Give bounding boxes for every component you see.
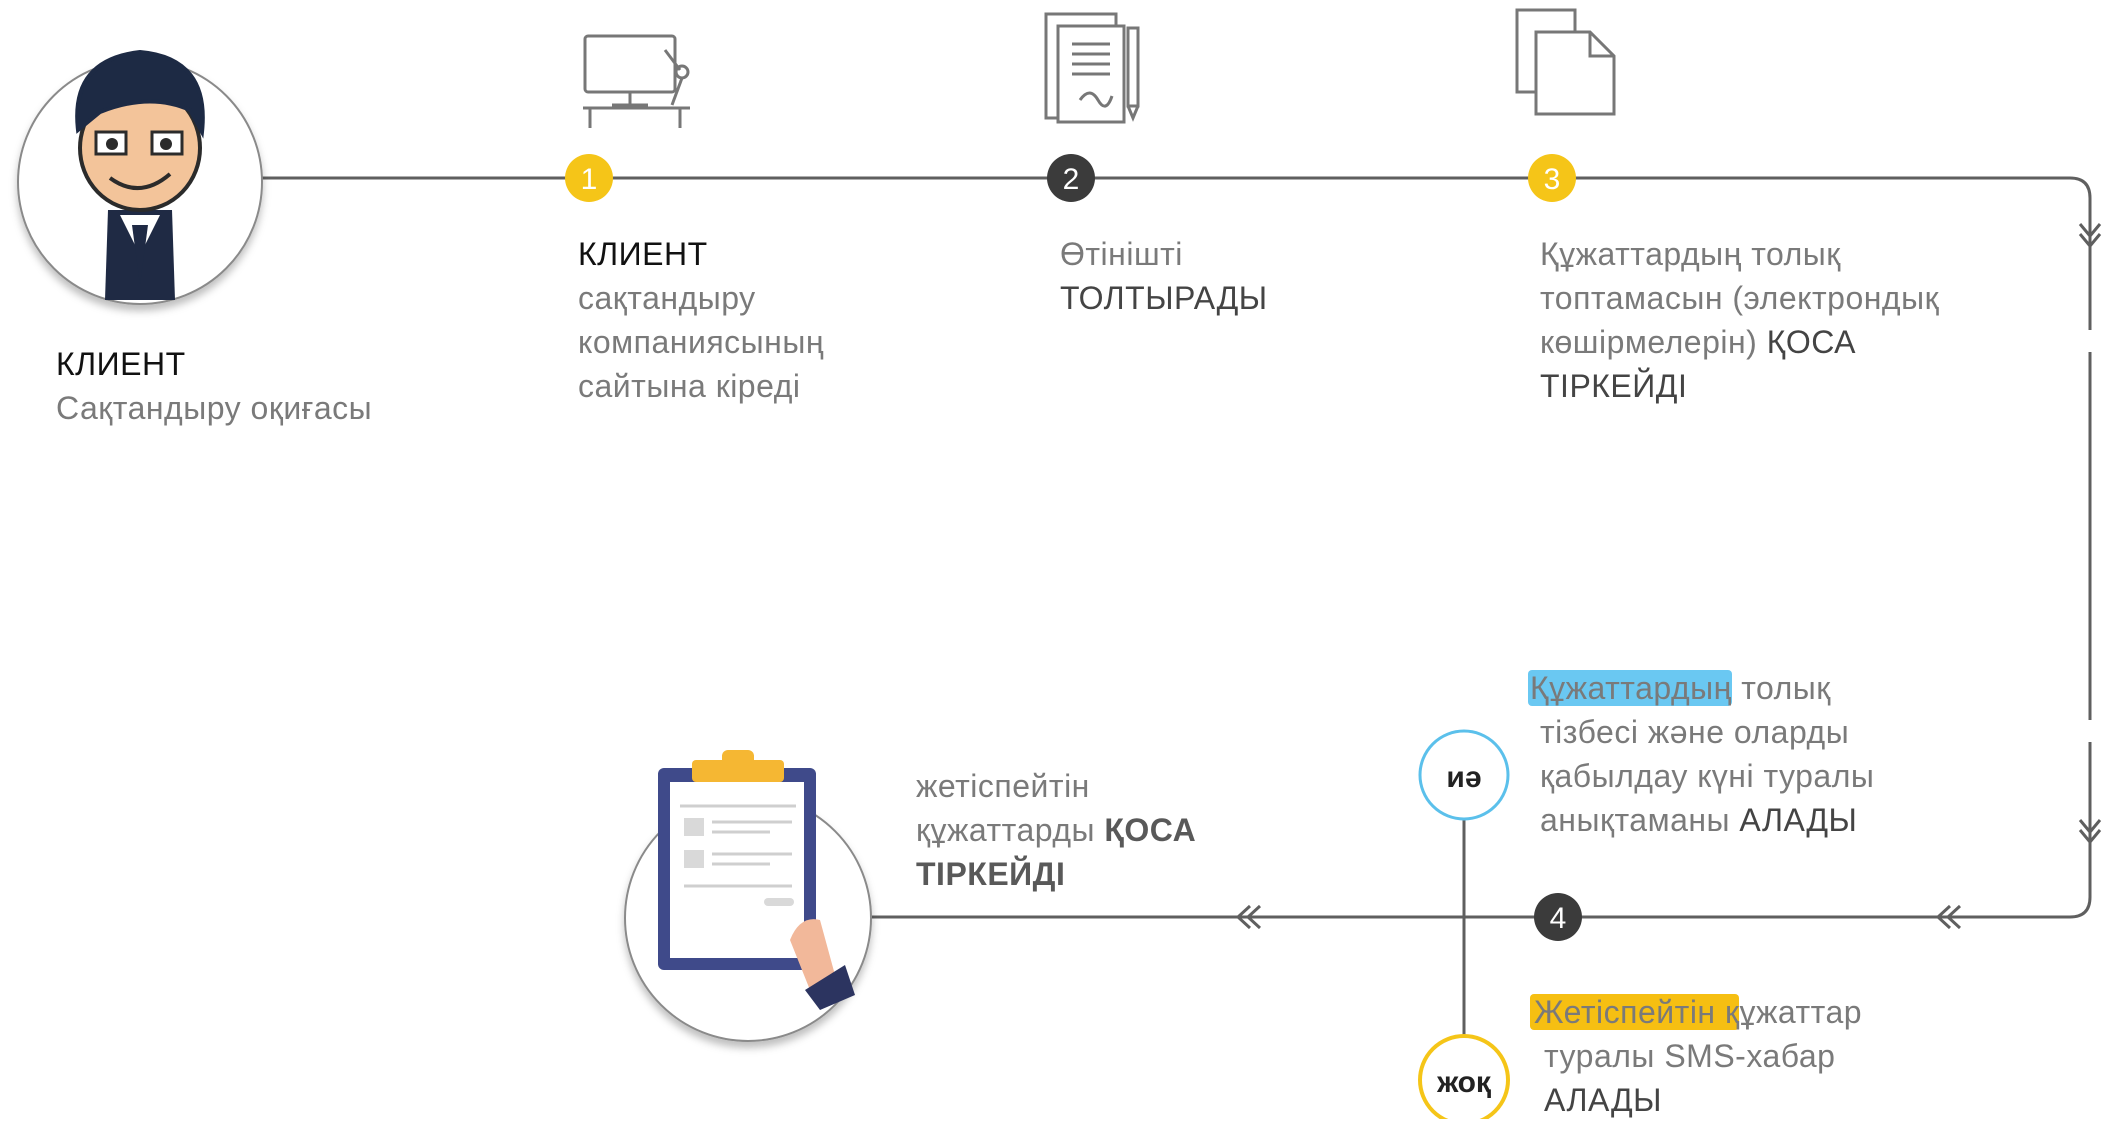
yes-line4-text: анықтаманы xyxy=(1540,802,1740,838)
yes-line3: қабылдау күні туралы xyxy=(1540,758,1875,794)
step-2-circle xyxy=(1047,154,1095,202)
yes-line4-emph: АЛАДЫ xyxy=(1739,802,1858,838)
attach-line1: жетіспейтін xyxy=(916,768,1090,804)
yes-line2: тізбесі және оларды xyxy=(1540,714,1850,750)
no-circle xyxy=(1418,1034,1510,1119)
step3-line1: Құжаттардың толық xyxy=(1540,236,1841,272)
no-line1: Жетіспейтін құжаттар xyxy=(1530,990,1862,1034)
step3-line3-text: көшірмелерін) xyxy=(1540,324,1767,360)
computer-workstation-icon xyxy=(583,34,690,128)
no-line3: АЛАДЫ xyxy=(1544,1082,1662,1118)
yes-circle xyxy=(1418,729,1510,821)
yes-line1-rest: толық xyxy=(1731,670,1831,706)
yes-line4: анықтаманы АЛАДЫ xyxy=(1540,798,1857,842)
step-2-number: 2 xyxy=(1063,163,1080,196)
copy-documents-icon xyxy=(1515,8,1616,116)
step2-line2: ТОЛТЫРАДЫ xyxy=(1060,280,1268,316)
step1-line4: сайтына кіреді xyxy=(578,368,801,404)
attach-line2: құжаттарды ҚОСА xyxy=(916,808,1196,852)
step2-line1: Өтінішті xyxy=(1060,236,1183,272)
no-line1-rest: ұжаттар xyxy=(1739,994,1863,1030)
yes-line1: Құжаттардың толық xyxy=(1528,666,1831,710)
step-1-circle xyxy=(565,154,613,202)
flow-line xyxy=(262,176,2092,919)
step3-line4: ТІРКЕЙДІ xyxy=(1540,368,1688,404)
attach-line3: ТІРКЕЙДІ xyxy=(916,856,1066,892)
client-title: КЛИЕНТ xyxy=(56,346,186,382)
attach-line2-emph: ҚОСА xyxy=(1104,812,1197,848)
step-1-number: 1 xyxy=(581,163,598,196)
step3-line3: көшірмелерін) ҚОСА xyxy=(1540,320,1856,364)
step-4-circle xyxy=(1534,893,1582,941)
step-4-number: 4 xyxy=(1550,902,1567,935)
client-subtitle: Сақтандыру оқиғасы xyxy=(56,390,373,426)
client-avatar-icon xyxy=(17,49,263,305)
document-sign-icon xyxy=(1044,12,1140,124)
double-chevron-arrow-icon xyxy=(1235,223,2102,930)
step1-line1: КЛИЕНТ xyxy=(578,236,708,272)
step1-line3: компаниясының xyxy=(578,324,824,360)
clipboard-hand-icon xyxy=(624,750,872,1042)
step1-line2: сақтандыру xyxy=(578,280,756,316)
yes-highlight: Құжаттардың xyxy=(1528,670,1732,706)
no-line2: туралы SMS-хабар xyxy=(1544,1038,1836,1074)
attach-line2-text: құжаттарды xyxy=(916,812,1105,848)
no-highlight: Жетіспейтін қ xyxy=(1530,994,1740,1030)
step3-line3-emph: ҚОСА xyxy=(1766,324,1856,360)
step-3-number: 3 xyxy=(1544,163,1561,196)
yes-label: иә xyxy=(1446,761,1481,794)
step-3-circle xyxy=(1528,154,1576,202)
step3-line2: топтамасын (электрондық xyxy=(1540,280,1940,316)
no-label: жоқ xyxy=(1436,1066,1492,1099)
